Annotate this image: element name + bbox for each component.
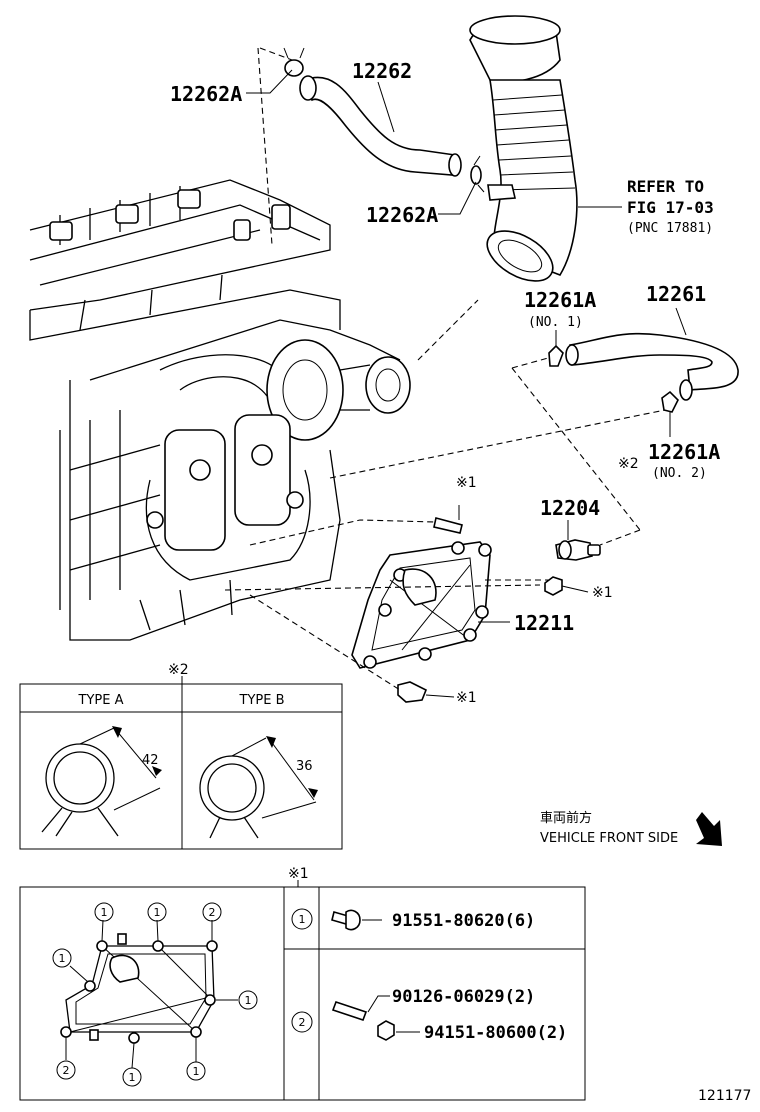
label-clip-12261a-no1-sub: (NO. 1)	[528, 315, 583, 330]
vehicle-front-arrow-icon	[696, 812, 722, 846]
nut-94151-drawing	[377, 1020, 420, 1041]
refer-line-2: FIG 17-03	[627, 198, 714, 217]
svg-text:1: 1	[245, 994, 252, 1007]
svg-text:1: 1	[154, 906, 161, 919]
stud-90126-drawing	[331, 995, 390, 1022]
clip-types-box: ※2 TYPE A TYPE B 42 3	[19, 662, 343, 850]
vehicle-front-indicator: 車両前方 VEHICLE FRONT SIDE	[540, 810, 722, 846]
vehicle-front-japanese: 車両前方	[540, 810, 592, 826]
svg-text:2: 2	[299, 1016, 306, 1029]
types-box-mark: ※2	[168, 662, 189, 678]
note-mark-1-bolt: ※1	[456, 690, 477, 706]
label-valve-12204: 12204	[540, 496, 600, 520]
label-leader-lines	[246, 69, 687, 698]
fastener-pn-91551: 91551-80620(6)	[392, 911, 535, 931]
fastener-table: ※1 1	[19, 866, 586, 1101]
vehicle-front-english: VEHICLE FRONT SIDE	[540, 831, 678, 846]
svg-text:1: 1	[193, 1065, 200, 1078]
valve-12204-illustration	[544, 539, 601, 596]
bolt-91551-drawing	[331, 909, 382, 931]
type-b-dimension: 36	[296, 759, 313, 774]
plate-marker-2a: 2	[202, 902, 222, 922]
type-a-clamp-drawing: 42	[41, 726, 162, 837]
plate-marker-2b: 2	[56, 1060, 76, 1080]
type-b-label: TYPE B	[239, 693, 285, 708]
case-12211-illustration	[351, 517, 492, 703]
label-case-12211: 12211	[514, 611, 574, 635]
svg-text:2: 2	[209, 906, 216, 919]
dashed-assembly-lines	[224, 47, 666, 691]
plate-marker-1b: 1	[147, 902, 167, 922]
svg-text:1: 1	[101, 906, 108, 919]
label-clip-12262a-left: 12262A	[170, 82, 242, 106]
plate-marker-1e: 1	[122, 1067, 142, 1087]
air-intake-hose-illustration	[469, 15, 578, 282]
plate-marker-1c: 1	[52, 948, 72, 968]
svg-text:1: 1	[299, 913, 306, 926]
table-row-index-1: 1	[291, 908, 313, 930]
label-hose-12262: 12262	[352, 59, 412, 83]
engine-block-illustration	[29, 179, 411, 641]
svg-text:1: 1	[129, 1071, 136, 1084]
note-mark-1-nut: ※1	[592, 585, 613, 601]
fastener-pn-90126: 90126-06029(2)	[392, 987, 535, 1007]
figure-number: 121177	[698, 1088, 751, 1104]
plate-marker-1a: 1	[94, 902, 114, 922]
label-clip-12261a-no2-sub: (NO. 2)	[652, 466, 707, 481]
label-clip-12261a-no1: 12261A	[524, 288, 596, 312]
plate-marker-1f: 1	[186, 1061, 206, 1081]
table-row-index-2: 2	[291, 1011, 313, 1033]
type-b-clamp-drawing: 36	[199, 736, 318, 839]
plate-marker-1d: 1	[238, 990, 258, 1010]
note-mark-2: ※2	[618, 456, 639, 472]
fastener-pn-94151: 94151-80600(2)	[424, 1023, 567, 1043]
label-clip-12262a-right: 12262A	[366, 203, 438, 227]
label-hose-12261: 12261	[646, 282, 706, 306]
svg-text:1: 1	[59, 952, 66, 965]
fastener-plate-drawing	[60, 919, 238, 1069]
note-mark-1-stud: ※1	[456, 475, 477, 491]
hose-12262-illustration	[283, 47, 485, 193]
svg-text:2: 2	[63, 1064, 70, 1077]
refer-line-1: REFER TO	[627, 177, 704, 196]
fastener-table-mark: ※1	[288, 866, 309, 882]
type-a-label: TYPE A	[78, 693, 124, 708]
label-clip-12261a-no2: 12261A	[648, 440, 720, 464]
refer-line-3: (PNC 17881)	[627, 221, 713, 236]
hose-12261-illustration	[548, 332, 739, 413]
type-a-dimension: 42	[142, 753, 159, 768]
